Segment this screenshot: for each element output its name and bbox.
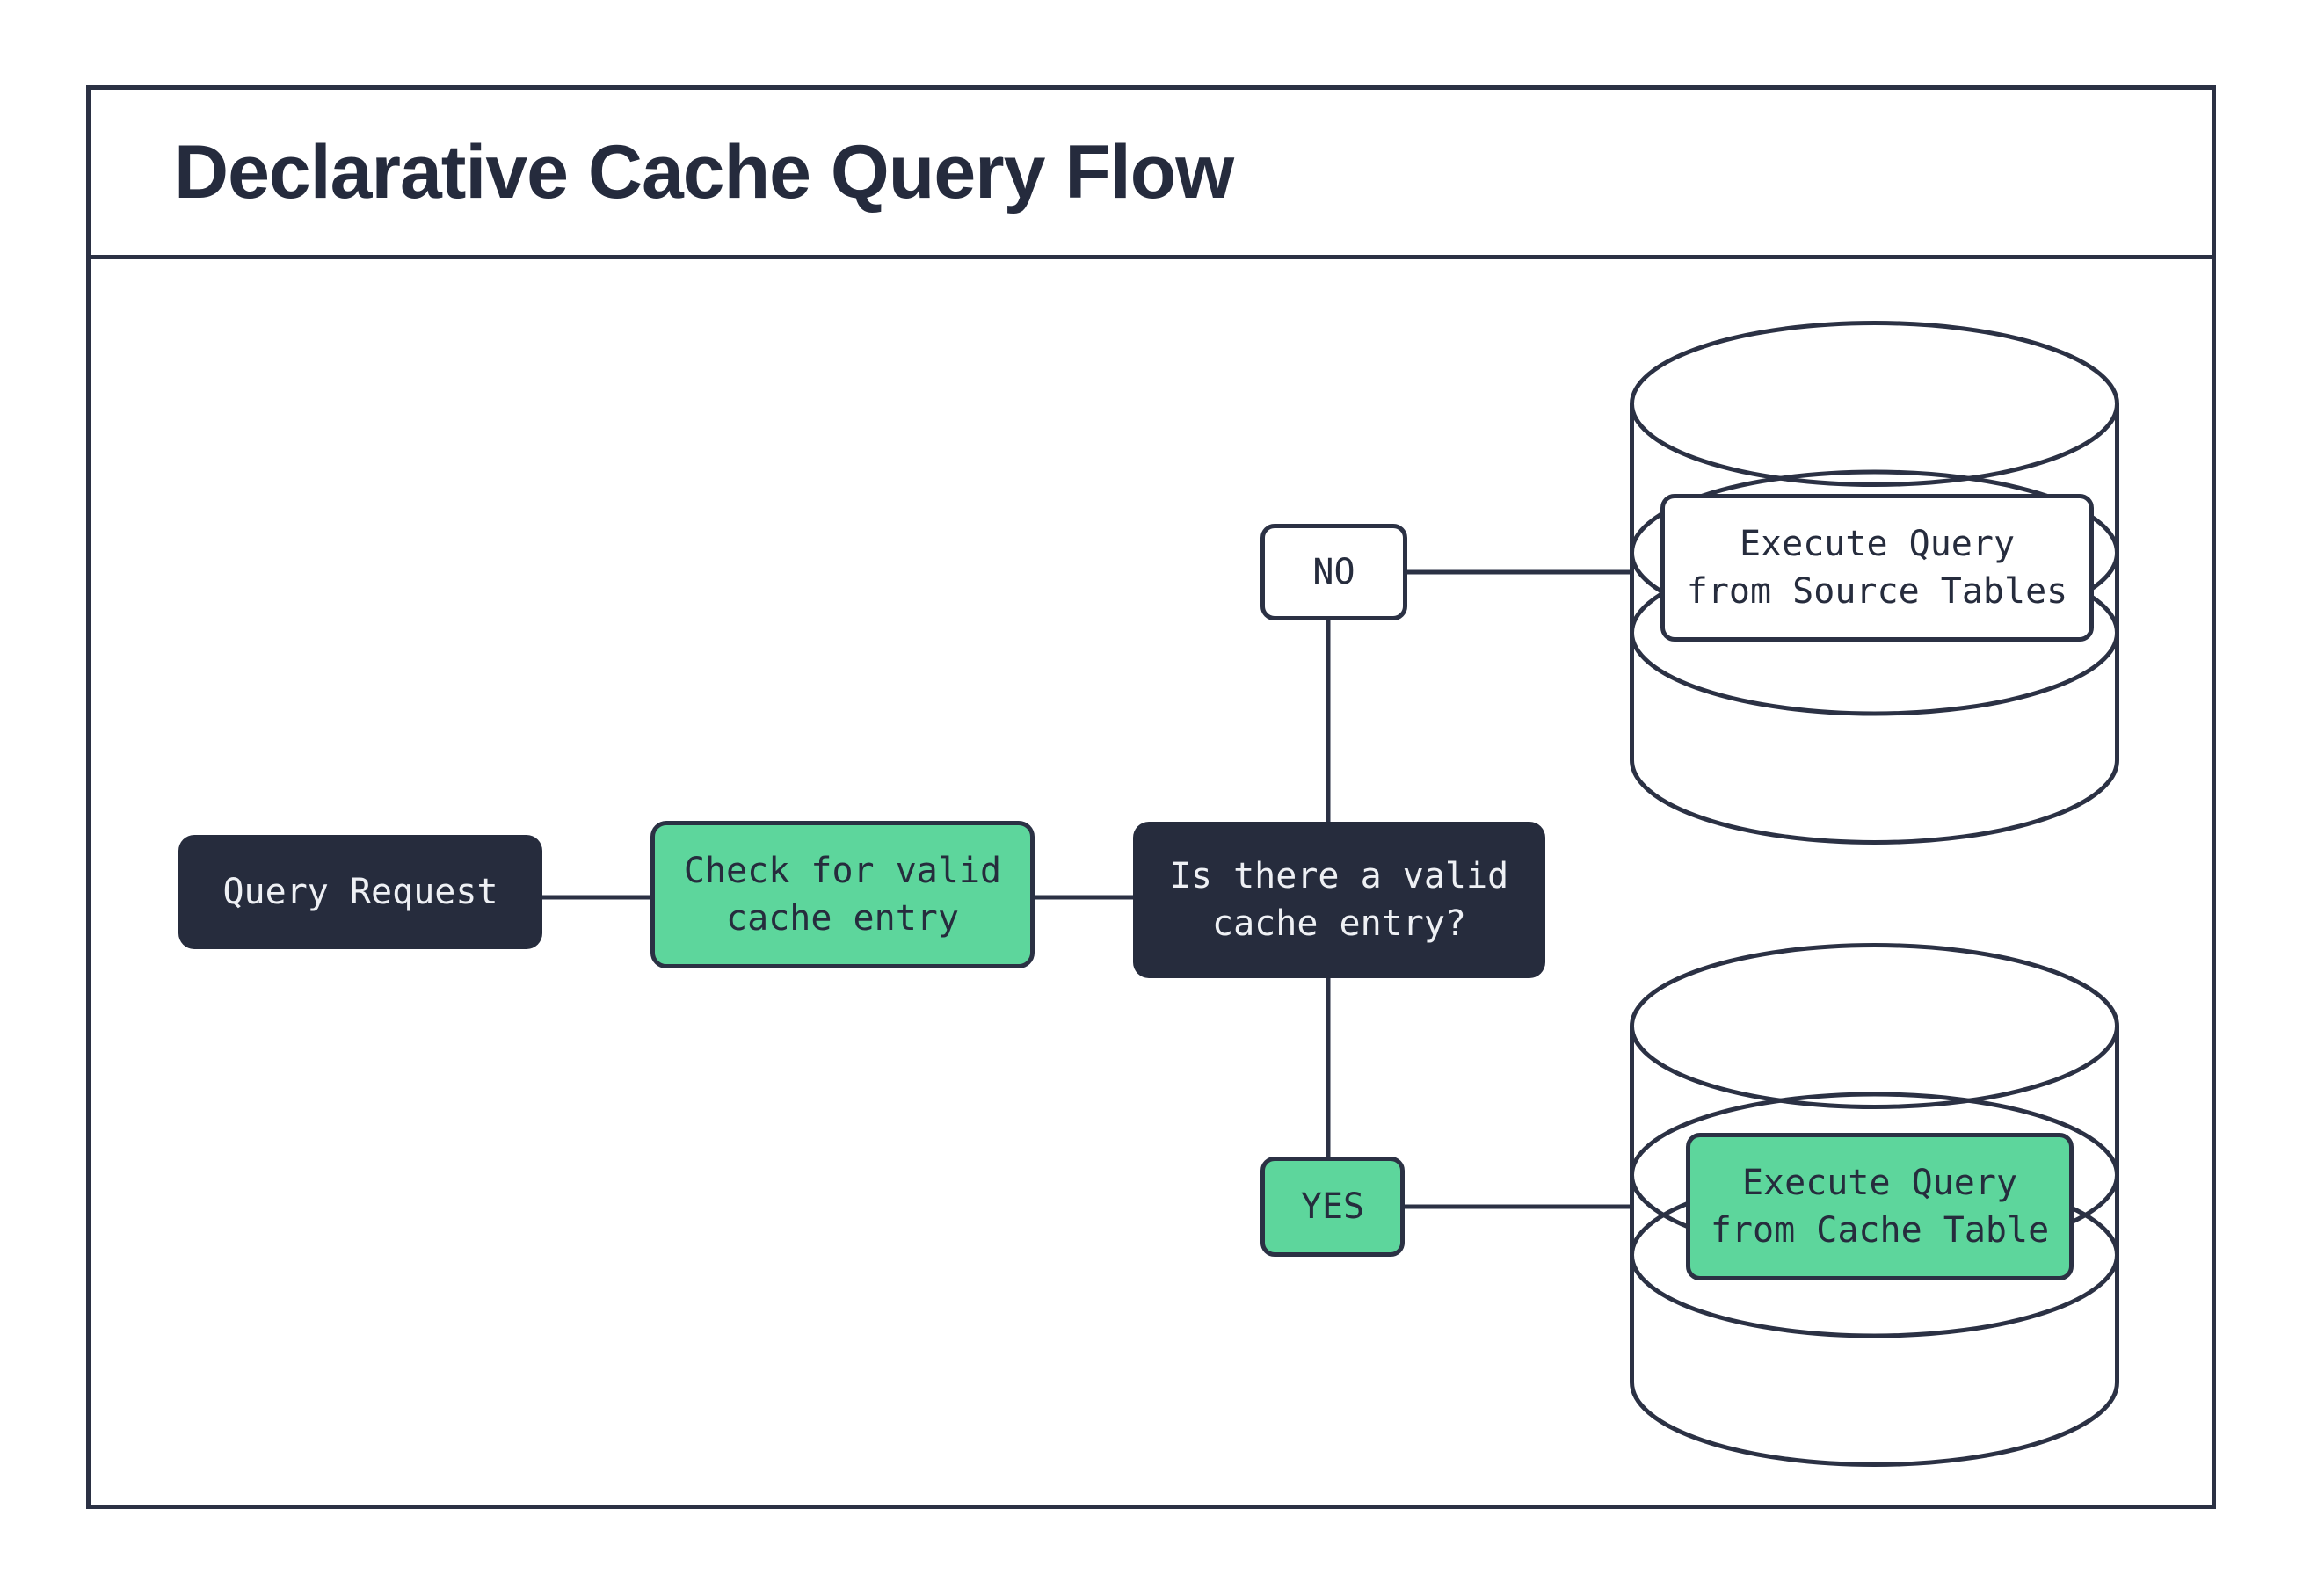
- diagram-title: Declarative Cache Query Flow: [174, 129, 1234, 214]
- node-execute-source-tables: Execute Query from Source Tables: [1660, 494, 2094, 642]
- node-query-request: Query Request: [178, 835, 542, 949]
- node-decision-valid-cache: Is there a valid cache entry?: [1133, 822, 1545, 978]
- node-check-cache: Check for valid cache entry: [650, 821, 1035, 968]
- branch-label-no: NO: [1260, 524, 1407, 620]
- branch-label-yes: YES: [1260, 1157, 1405, 1257]
- diagram-header: Declarative Cache Query Flow: [91, 90, 2212, 259]
- node-execute-cache-table: Execute Query from Cache Table: [1686, 1133, 2074, 1280]
